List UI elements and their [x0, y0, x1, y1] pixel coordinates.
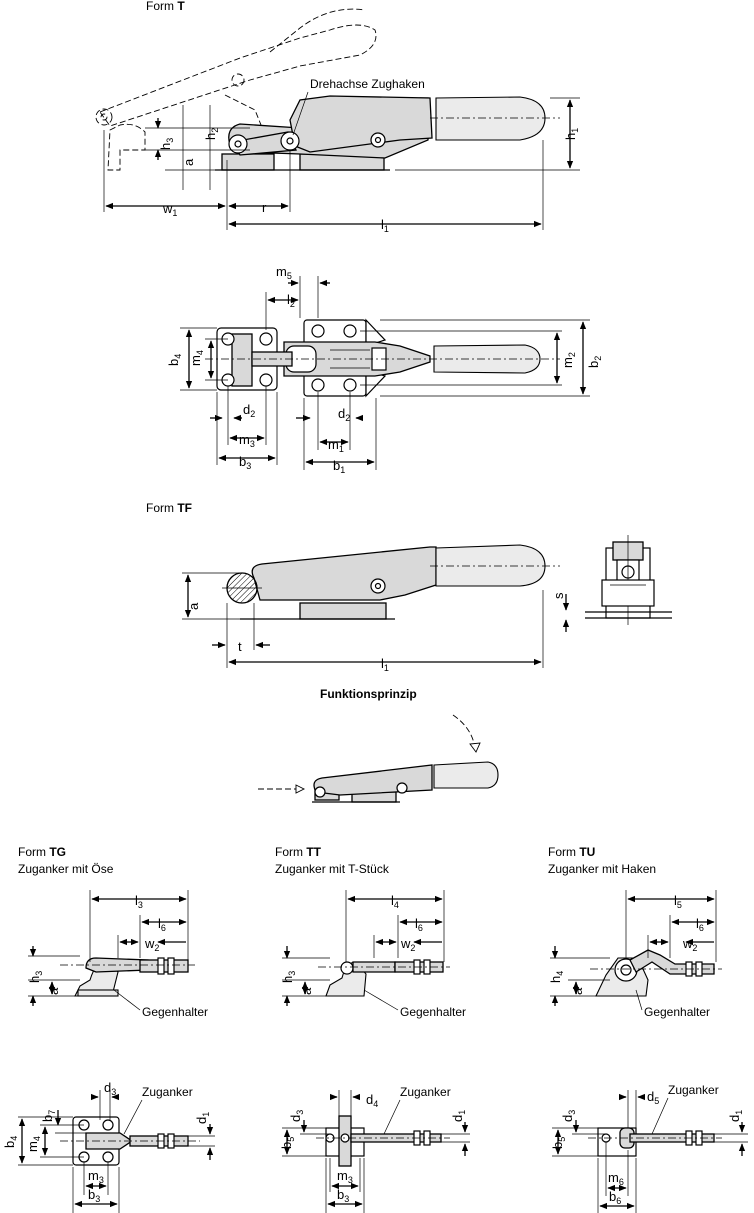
- dim-a-tu: a: [570, 987, 585, 995]
- dim-b6: b6: [609, 1189, 621, 1206]
- dim-b1: b1: [333, 458, 345, 475]
- dim-l2: l2: [287, 292, 295, 309]
- dim-l5: l5: [674, 893, 682, 910]
- dim-m3-top: m3: [239, 432, 255, 449]
- dim-b7: b7: [40, 1110, 57, 1122]
- dim-h1: h1: [563, 128, 580, 140]
- principle-view: Funktionsprinzip: [258, 687, 499, 803]
- dim-w2-tg: w2: [144, 936, 159, 953]
- dim-b3-top: b3: [239, 454, 251, 471]
- dim-h4: h4: [548, 971, 565, 983]
- dim-l6-tg: l6: [158, 916, 166, 933]
- tg-anchor-label: Zuganker: [142, 1085, 193, 1099]
- form-tg-title: Form TG: [18, 845, 66, 859]
- form-tu-title: Form TU: [548, 845, 595, 859]
- dim-d1-tt: d1: [450, 1110, 467, 1122]
- tt-counter-label: Gegenhalter: [400, 1005, 466, 1019]
- tu-counter-label: Gegenhalter: [644, 1005, 710, 1019]
- dim-m2: m2: [560, 352, 577, 368]
- dim-m4-top: m4: [188, 350, 205, 366]
- dim-m4-tg: m4: [25, 1136, 42, 1152]
- form-tt-view: Form TT Zuganker mit T-Stück l4 l6 w2 h3…: [275, 845, 470, 1213]
- dim-b4-top: b4: [166, 354, 183, 366]
- dim-h3-tt: h3: [280, 971, 297, 983]
- dim-l6-tu: l6: [696, 916, 704, 933]
- form-t-top-view: m5 l2 b4 m4 m2 b2 d2 m3 b3: [166, 264, 603, 475]
- form-tf-end-view: [585, 535, 672, 625]
- dim-h2: h2: [203, 128, 220, 140]
- form-tg-subtitle: Zuganker mit Öse: [18, 862, 114, 876]
- form-t-title: Form T: [146, 0, 185, 13]
- dim-d1-tu: d1: [727, 1110, 744, 1122]
- dim-b5-tu: b5: [550, 1137, 567, 1149]
- grip-handle: [435, 96, 546, 141]
- dim-l3: l3: [135, 893, 143, 910]
- callout-drehachse: Drehachse Zughaken: [310, 77, 425, 91]
- dim-w2-tu: w2: [682, 936, 697, 953]
- dim-d3-tg: d3: [104, 1080, 116, 1097]
- dim-t: t: [238, 639, 242, 654]
- dim-b5-tt: b5: [279, 1137, 296, 1149]
- dim-l6-tt: l6: [415, 916, 423, 933]
- dim-w2-tt: w2: [400, 936, 415, 953]
- principle-title: Funktionsprinzip: [320, 687, 417, 701]
- tt-anchor-label: Zuganker: [400, 1085, 451, 1099]
- dim-a-tt: a: [299, 987, 314, 995]
- form-tf-title: Form TF: [146, 501, 192, 515]
- dim-b3-tg: b3: [88, 1187, 100, 1204]
- dim-h3: h3: [158, 138, 175, 150]
- open-position-ghost: [95, 8, 377, 171]
- dim-w1: w1: [162, 201, 177, 218]
- dim-d2-left: d2: [243, 402, 255, 419]
- form-tt-subtitle: Zuganker mit T-Stück: [275, 862, 390, 876]
- dim-m5: m5: [276, 264, 292, 281]
- dim-d4: d4: [366, 1092, 378, 1109]
- dim-a-tg: a: [46, 987, 61, 995]
- dim-a-t: a: [181, 158, 196, 166]
- dim-r: r: [262, 200, 267, 215]
- dim-l4: l4: [391, 893, 399, 910]
- tg-counter-label: Gegenhalter: [142, 1005, 208, 1019]
- dim-d5: d5: [647, 1089, 659, 1106]
- dim-m1: m1: [328, 437, 344, 454]
- form-tt-title: Form TT: [275, 845, 322, 859]
- form-tg-view: Form TG Zuganker mit Öse l3 l6 w2 h3 a G…: [2, 845, 215, 1213]
- dim-m6: m6: [608, 1170, 624, 1187]
- dim-b4-tg: b4: [2, 1136, 19, 1148]
- dim-d1-tg: d1: [194, 1112, 211, 1124]
- base-left: [221, 153, 275, 171]
- dim-a-tf: a: [186, 602, 201, 610]
- form-t-side-view: Form T Drehachse Zughaken: [95, 0, 580, 234]
- dim-d3-tu: d3: [560, 1110, 577, 1122]
- dim-b2: b2: [586, 356, 603, 368]
- form-tu-subtitle: Zuganker mit Haken: [548, 862, 656, 876]
- dim-d2-right: d2: [338, 406, 350, 423]
- dim-l1-t: l1: [381, 217, 389, 234]
- dim-b3-tt: b3: [337, 1187, 349, 1204]
- dim-l1-tf: l1: [381, 656, 389, 673]
- dim-m3-tt: m3: [337, 1168, 353, 1185]
- form-tf-view: Form TF a: [146, 501, 672, 673]
- dim-m3-tg: m3: [88, 1168, 104, 1185]
- tu-anchor-label: Zuganker: [668, 1083, 719, 1097]
- dim-s: s: [551, 592, 566, 599]
- form-tu-view: Form TU Zuganker mit Haken l5 l6 w2 h4 a…: [548, 845, 748, 1213]
- dim-d3-tt: d3: [288, 1110, 305, 1122]
- dim-h3-tg: h3: [27, 971, 44, 983]
